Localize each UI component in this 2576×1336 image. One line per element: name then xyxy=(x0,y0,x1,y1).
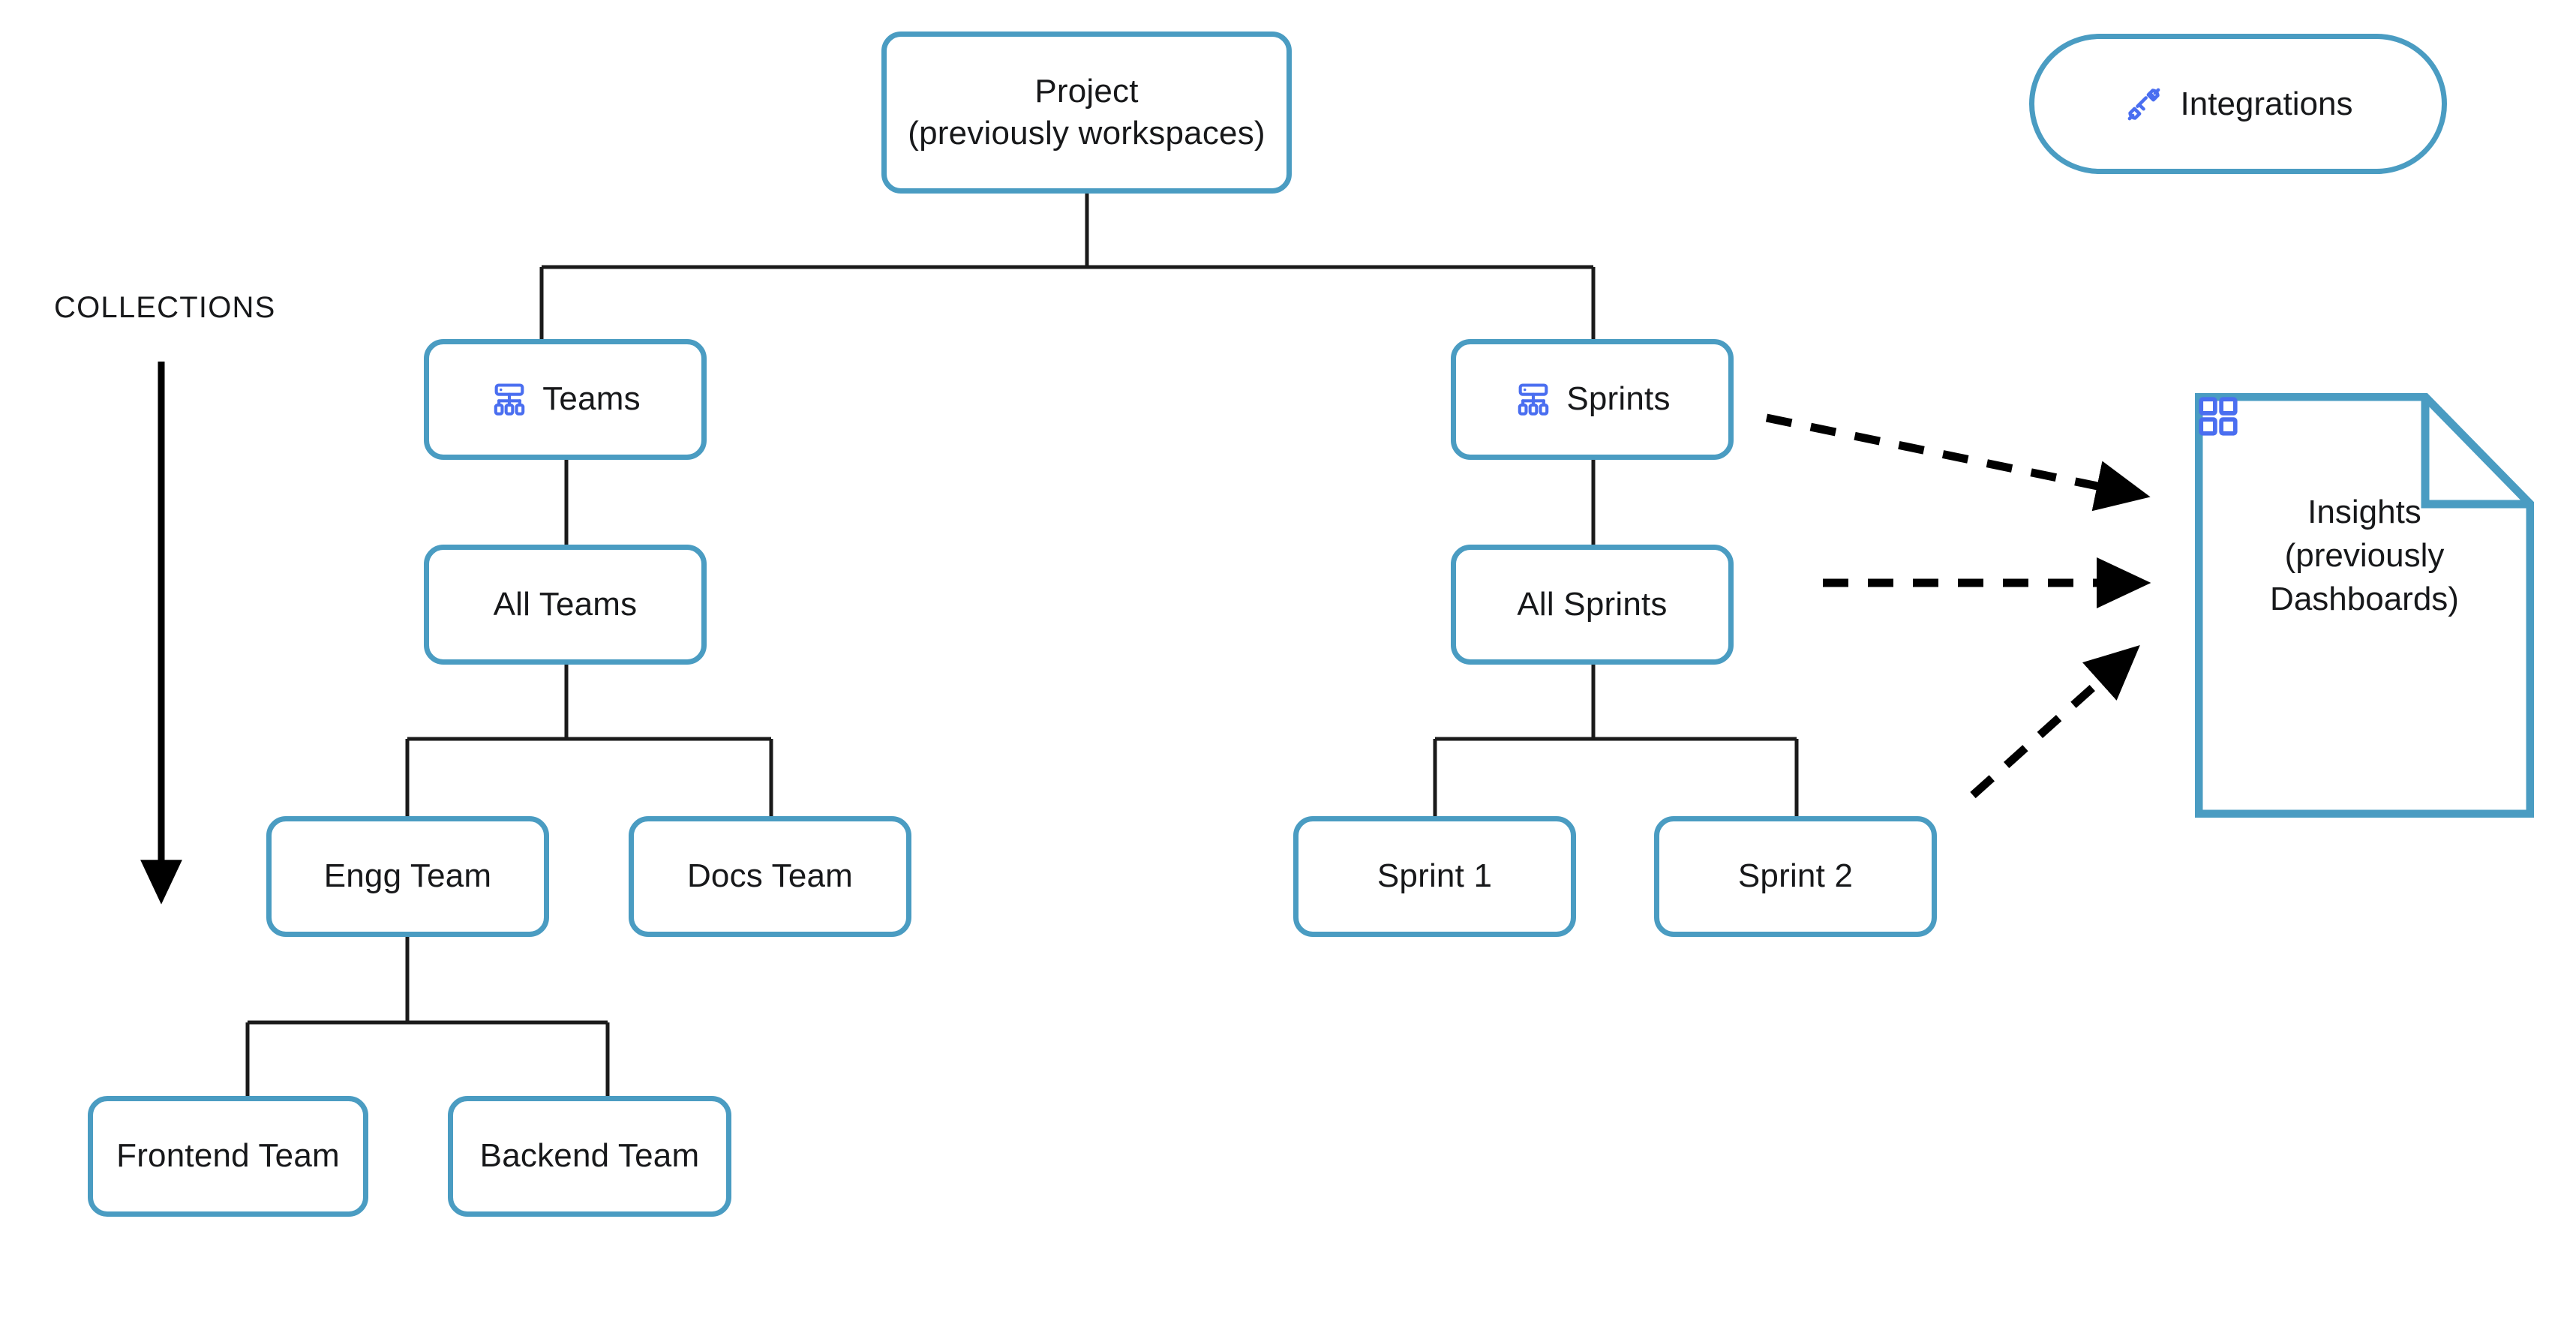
node-sprints[interactable]: Sprints xyxy=(1451,339,1734,460)
node-engg-team[interactable]: Engg Team xyxy=(266,816,549,937)
node-all-sprints[interactable]: All Sprints xyxy=(1451,545,1734,665)
collections-label: COLLECTIONS xyxy=(54,291,276,324)
node-sprints-label: Sprints xyxy=(1566,380,1671,418)
node-docs-team[interactable]: Docs Team xyxy=(629,816,911,937)
node-sprint-1-label: Sprint 1 xyxy=(1377,857,1493,895)
node-all-teams[interactable]: All Teams xyxy=(424,545,707,665)
node-teams-label: Teams xyxy=(542,380,641,418)
node-integrations-label: Integrations xyxy=(2180,85,2353,122)
node-backend-team[interactable]: Backend Team xyxy=(448,1096,731,1217)
hierarchy-icon xyxy=(1514,380,1553,419)
node-frontend-team[interactable]: Frontend Team xyxy=(88,1096,368,1217)
edge-sprint2-insights xyxy=(1970,645,2140,799)
node-sprint-1[interactable]: Sprint 1 xyxy=(1293,816,1576,937)
document-shape xyxy=(2195,393,2534,818)
node-integrations[interactable]: Integrations xyxy=(2029,34,2447,174)
node-project[interactable]: Project (previously workspaces) xyxy=(881,32,1292,194)
plug-connector-icon xyxy=(2124,84,2164,125)
node-sprint-2[interactable]: Sprint 2 xyxy=(1654,816,1937,937)
node-sprint-2-label: Sprint 2 xyxy=(1737,857,1854,895)
node-project-label: Project (previously workspaces) xyxy=(908,72,1265,152)
node-engg-team-label: Engg Team xyxy=(323,857,492,895)
node-backend-team-label: Backend Team xyxy=(479,1137,700,1175)
node-frontend-team-label: Frontend Team xyxy=(116,1137,340,1175)
node-all-sprints-label: All Sprints xyxy=(1517,585,1668,623)
hierarchy-icon xyxy=(490,380,529,419)
edge-sprints-insights xyxy=(1765,413,2151,512)
node-teams[interactable]: Teams xyxy=(424,339,707,460)
node-insights[interactable]: Insights (previously Dashboards) xyxy=(2195,393,2534,818)
node-docs-team-label: Docs Team xyxy=(686,857,854,895)
node-all-teams-label: All Teams xyxy=(493,585,638,623)
